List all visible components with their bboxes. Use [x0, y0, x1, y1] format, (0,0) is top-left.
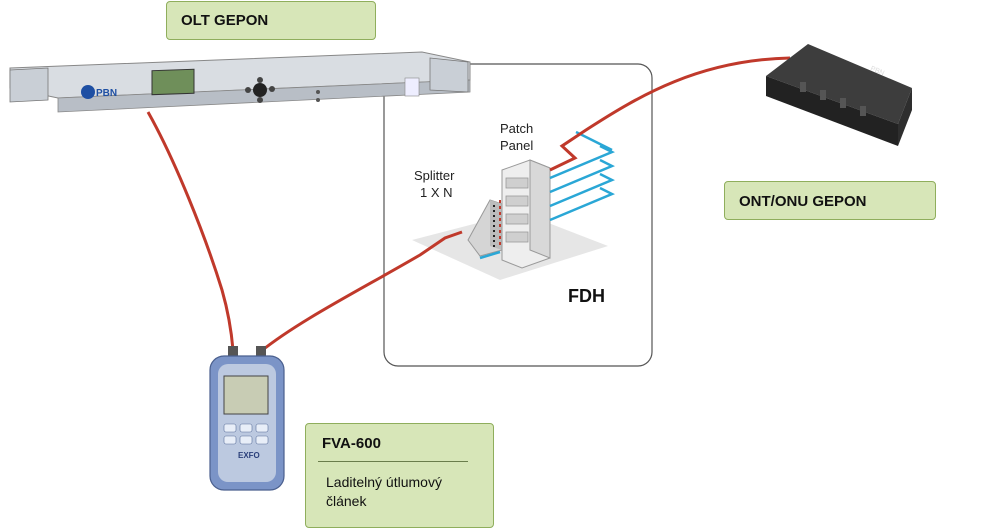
fva-label-box: FVA-600 Laditelný útlumový článek	[305, 423, 494, 528]
meter-screen	[223, 375, 269, 415]
fiber-meter-to-splitter	[259, 230, 463, 354]
olt-display	[151, 68, 195, 96]
fva-divider	[318, 461, 468, 462]
olt-label-box: OLT GEPON	[166, 1, 376, 40]
fva-description: Laditelný útlumový článek	[326, 474, 442, 509]
splitter-label-line1: Splitter	[414, 168, 455, 183]
ont-label: ONT/ONU GEPON	[739, 193, 867, 210]
fiber-panel-to-ont	[549, 56, 791, 172]
olt-device: PBN	[9, 51, 471, 113]
meter-brand-text: EXFO	[238, 451, 260, 460]
olt-nav-pad	[253, 83, 267, 97]
splitter-label-line2: 1 X N	[420, 185, 453, 200]
ont-brand-text: PBN	[869, 65, 885, 77]
ont-device: PBN	[766, 44, 912, 146]
patch-panel-label-line1: Patch	[500, 121, 533, 136]
fiber-olt-to-meter	[146, 111, 235, 351]
olt-brand-text: PBN	[96, 88, 117, 99]
patch-panel-label-line2: Panel	[500, 138, 533, 153]
fva-title: FVA-600	[322, 435, 381, 452]
distribution-fibers	[479, 130, 615, 260]
fdh-title: FDH	[568, 286, 605, 306]
patch-panel-icon	[501, 159, 551, 269]
ont-label-box: ONT/ONU GEPON	[724, 181, 936, 220]
olt-label: OLT GEPON	[181, 12, 269, 29]
fva-600-meter: EXFO	[209, 346, 285, 491]
